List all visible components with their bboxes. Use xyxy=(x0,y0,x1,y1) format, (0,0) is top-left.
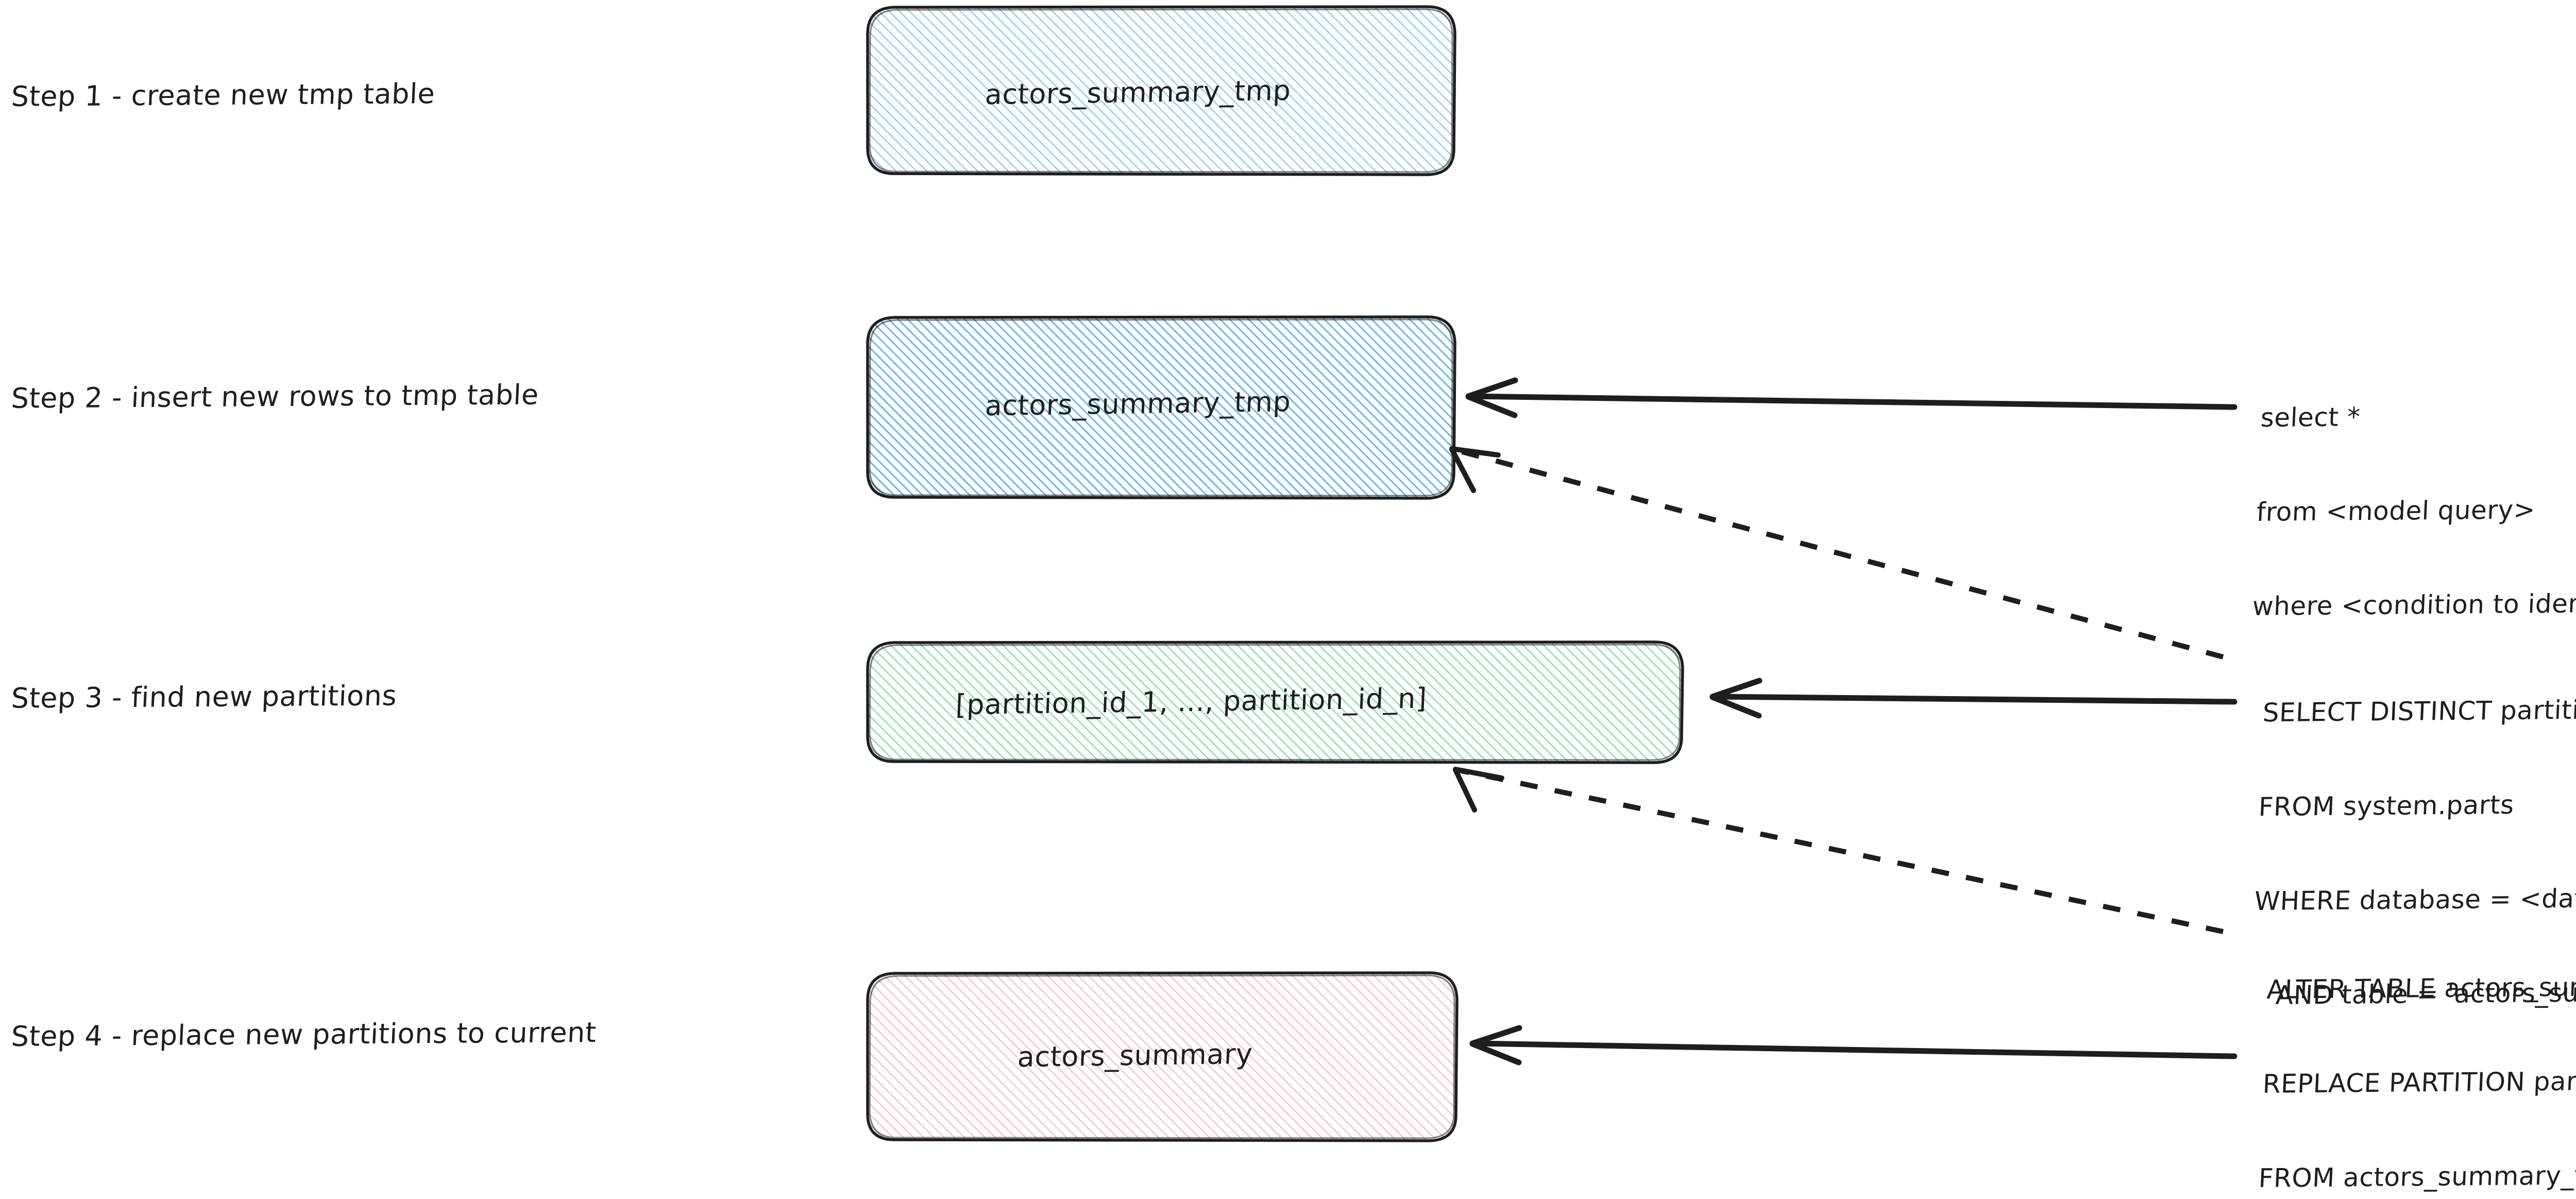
arrow-query3-to-node2 xyxy=(1449,446,2224,660)
node-actors-summary[interactable] xyxy=(866,971,1459,1142)
step-label-1: Step 1 - create new tmp table xyxy=(10,77,436,113)
step-label-4: Step 4 - replace new partitions to curre… xyxy=(10,1016,598,1053)
query-step2-line-3: where <condition to identify new> xyxy=(2251,588,2576,621)
node-actors-summary-tmp-1[interactable] xyxy=(866,5,1456,176)
step-label-3: Step 3 - find new partitions xyxy=(10,679,398,715)
node-actors-summary-tmp-2[interactable] xyxy=(866,315,1456,500)
query-step2-line-2: from <model query> xyxy=(2256,495,2536,527)
step-label-2: Step 2 - insert new rows to tmp table xyxy=(10,378,540,415)
node-label-partition-id-list: [partition_id_1, ..., partition_id_n] xyxy=(955,682,1428,721)
node-label-actors-summary-tmp-1: actors_summary_tmp xyxy=(984,74,1292,111)
query-step2-line-1: select * xyxy=(2260,402,2361,433)
query-step4-line-2: REPLACE PARTITION partition_id_1 xyxy=(2262,1065,2576,1099)
query-step3-line-2: FROM system.parts xyxy=(2258,789,2515,822)
node-partition-id-list[interactable] xyxy=(866,640,1684,764)
node-label-actors-summary-tmp-2: actors_summary_tmp xyxy=(984,385,1292,423)
arrow-query4-to-node4 xyxy=(1469,1025,2238,1066)
arrow-query4-to-node3 xyxy=(1453,767,2224,934)
arrow-query3-to-node3 xyxy=(1709,678,2238,719)
node-label-actors-summary: actors_summary xyxy=(1016,1037,1253,1074)
query-step4-line-3: FROM actors_summary_tmp, xyxy=(2258,1160,2576,1193)
query-step3-line-1: SELECT DISTINCT partition_id xyxy=(2262,694,2576,728)
query-step4: ALTER TABLE actors_summary REPLACE PARTI… xyxy=(2243,907,2576,1199)
arrow-query2-to-node2 xyxy=(1465,377,2238,418)
query-step4-line-1: ALTER TABLE actors_summary xyxy=(2266,971,2576,1005)
